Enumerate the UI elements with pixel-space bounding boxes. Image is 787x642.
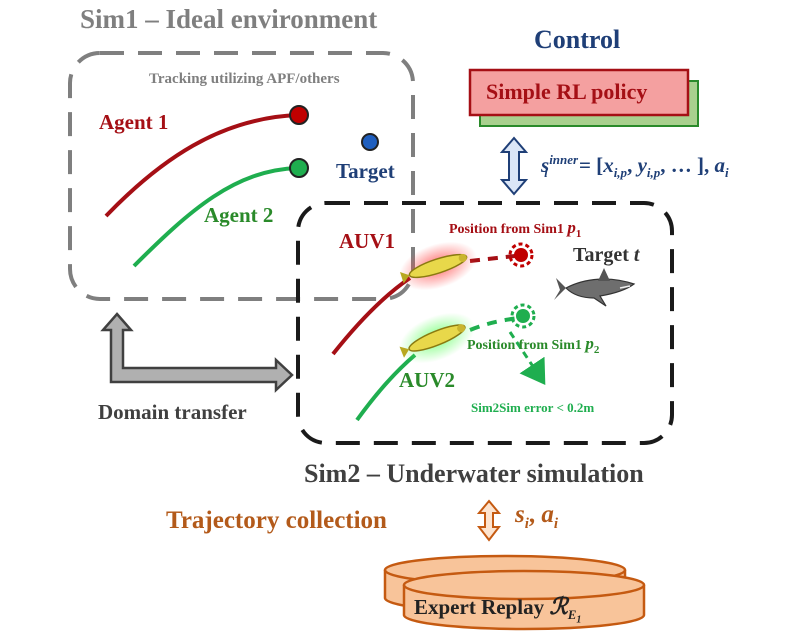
agent2-trajectory xyxy=(132,166,299,268)
domain-transfer-arrow xyxy=(100,312,294,393)
auv1-label: AUV1 xyxy=(339,229,395,253)
replay-cylinder-front xyxy=(402,569,646,631)
auv2-label: AUV2 xyxy=(399,368,455,392)
state-x: x xyxy=(603,153,614,177)
sim2-box xyxy=(296,201,674,445)
pos1-sub: 1 xyxy=(575,227,582,240)
domain-transfer-label: Domain transfer xyxy=(98,400,247,424)
pos2-var: p xyxy=(585,334,594,353)
agent1-dot xyxy=(289,105,309,125)
state-x-sub: i,p xyxy=(613,165,628,181)
pos2-text: Position from Sim1 xyxy=(467,338,586,353)
state-symbol: s xyxy=(541,153,550,177)
traj-comma: , xyxy=(528,501,542,528)
sim1-target-dot xyxy=(361,133,379,151)
sim1-title: Sim1 – Ideal environment xyxy=(80,4,378,34)
agent1-trajectory xyxy=(104,113,299,218)
agent1-label: Agent 1 xyxy=(99,110,169,134)
replay-symbol: ℛ xyxy=(549,594,568,619)
shark-icon xyxy=(554,268,636,307)
control-double-arrow xyxy=(499,136,529,196)
sim2-target-var: t xyxy=(633,244,640,266)
auv1-goal-marker xyxy=(508,242,534,268)
traj-s-sub: i xyxy=(524,516,529,532)
sim2-title: Sim2 – Underwater simulation xyxy=(304,459,644,488)
pos1-text: Position from Sim1 xyxy=(449,222,568,237)
pos1-var: p xyxy=(567,218,576,237)
agent2-label: Agent 2 xyxy=(204,203,274,227)
auv2-dashed-path xyxy=(469,316,519,332)
state-superscript: inner xyxy=(549,152,579,167)
replay-sub: E1 xyxy=(567,607,582,626)
policy-label: Simple RL policy xyxy=(486,79,648,104)
error-arrow xyxy=(508,331,546,385)
state-a: a xyxy=(714,153,726,177)
trajectory-label: Trajectory collection xyxy=(166,507,387,534)
trajectory-double-arrow xyxy=(476,499,502,542)
traj-a-sub: i xyxy=(553,516,559,532)
state-a-sub: i xyxy=(725,165,729,181)
sim1-target-label: Target xyxy=(336,159,395,183)
auv1-dashed-path xyxy=(469,254,516,263)
traj-s: s xyxy=(515,501,525,528)
state-y: y xyxy=(637,153,647,177)
replay-text: Expert Replay xyxy=(414,595,550,619)
pos1-label: Position from Sim1 p1 xyxy=(449,218,581,240)
error-label: Sim2Sim error < 0.2m xyxy=(471,400,595,415)
trajectory-state: si, ai xyxy=(515,501,558,533)
auv2-vehicle xyxy=(399,312,475,364)
replay-subsub: 1 xyxy=(576,614,582,626)
pos2-label: Position from Sim1 p2 xyxy=(467,334,599,356)
sim2-target-text: Target xyxy=(573,244,634,266)
auv2-goal-marker xyxy=(510,303,536,329)
control-title: Control xyxy=(534,25,621,54)
replay-label: Expert Replay ℛE1 xyxy=(414,594,581,626)
replay-sub-e: E xyxy=(567,607,577,623)
policy-box xyxy=(468,68,690,117)
sim2-target-label: Target t xyxy=(573,244,639,267)
state-y-sub: i,p xyxy=(646,165,661,181)
pos2-sub: 2 xyxy=(593,343,600,356)
sim1-box xyxy=(68,51,415,301)
traj-a: a xyxy=(541,501,554,528)
state-subscript: i xyxy=(544,165,548,181)
state-rhs-1: = [ xyxy=(573,153,604,177)
auv1-trajectory xyxy=(331,276,412,356)
state-rhs-2: , … ], xyxy=(660,153,715,177)
agent2-dot xyxy=(289,158,309,178)
auv1-vehicle xyxy=(399,241,477,291)
state-equation: sinneri = [xi,p, yi,p, … ], ai xyxy=(541,152,729,181)
sim1-subtitle: Tracking utilizing APF/others xyxy=(149,71,340,87)
state-sep: , xyxy=(627,153,638,177)
